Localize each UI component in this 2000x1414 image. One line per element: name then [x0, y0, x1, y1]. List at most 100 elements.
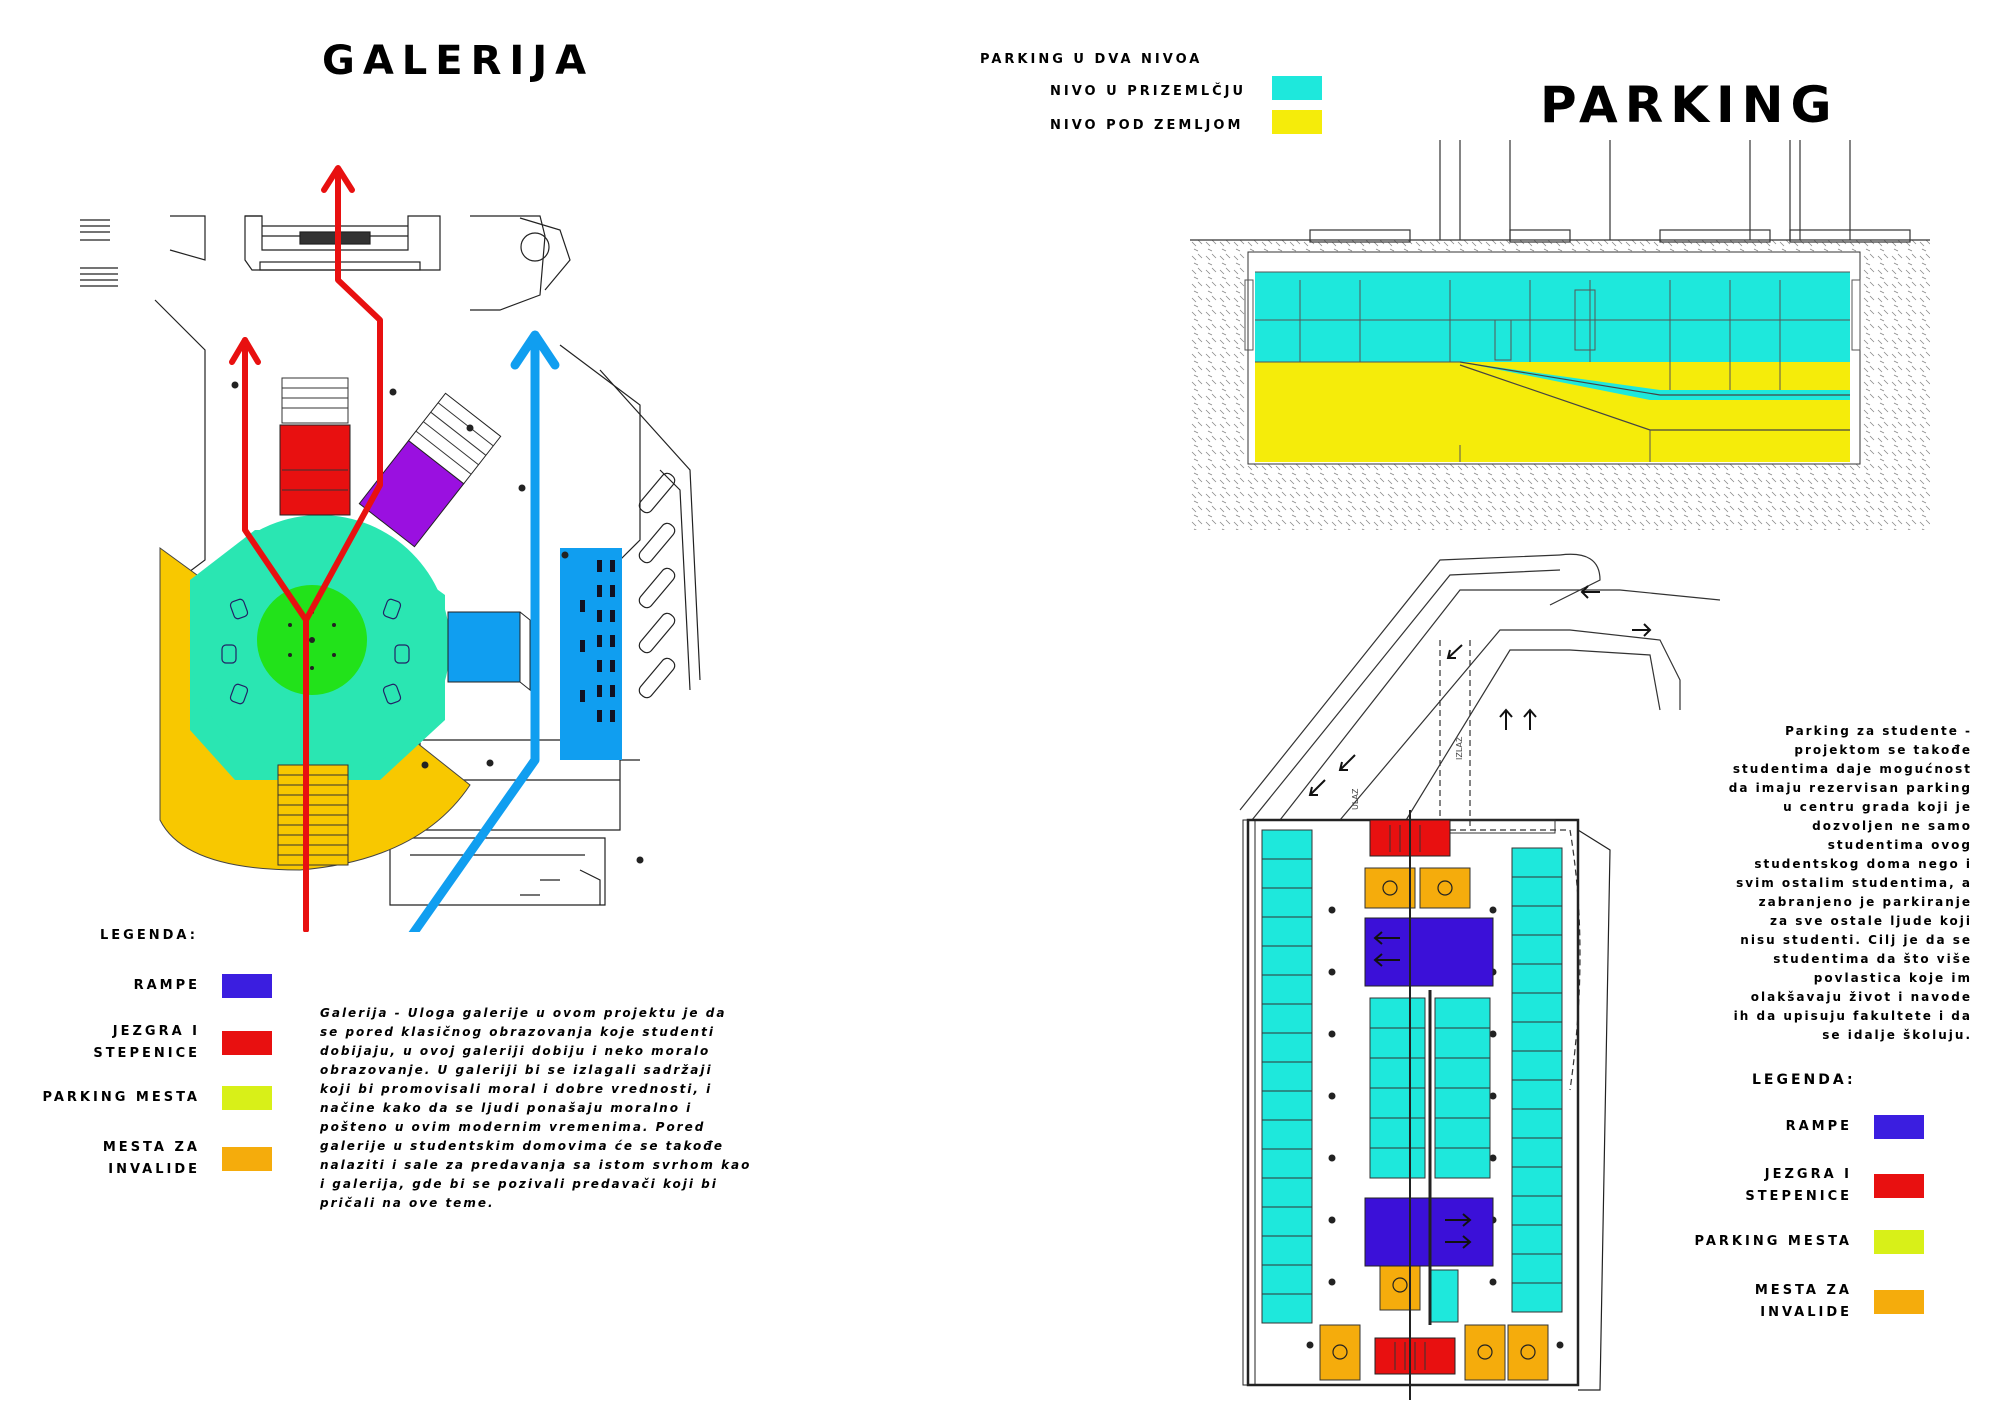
- parking-description-line: da imaju rezervisan parking: [1728, 781, 1972, 795]
- parking-spot: [1261, 974, 1313, 1005]
- galerija-legend-label: PARKING MESTA: [42, 1090, 200, 1105]
- parking-spot: [1261, 1061, 1313, 1092]
- parking-spot: [1511, 1079, 1563, 1110]
- parking-spot: [1261, 887, 1313, 918]
- column-dot: [1328, 1154, 1336, 1162]
- parking-spot: [1261, 1119, 1313, 1150]
- galerija-description-line: načine kako da se ljudi ponašaju moralno…: [320, 1101, 693, 1115]
- parking-description-line: projektom se takođe: [1794, 743, 1972, 757]
- galerija-title: GALERIJA: [322, 38, 595, 84]
- parking-levels-heading: PARKING U DVA NIVOA: [980, 52, 1203, 67]
- parking-spot: [1261, 829, 1313, 860]
- parking-spot: [1434, 1117, 1491, 1149]
- parking-spot: [1434, 1057, 1491, 1089]
- parking-description-line: olakšavaju život i navode: [1750, 990, 1972, 1004]
- galerija-description-line: galerije u studentskim domovima će se ta…: [320, 1139, 725, 1153]
- parking-spot: [1369, 1147, 1426, 1179]
- parking-spot: [1261, 1264, 1313, 1295]
- parking-spot: [1511, 1282, 1563, 1313]
- parking-spot: [1369, 1027, 1426, 1059]
- column-dot: [1489, 1092, 1497, 1100]
- parking-spot: [1261, 1032, 1313, 1063]
- parking-description-line: povlastica koje im: [1813, 971, 1972, 985]
- galerija-description-line: se pored klasičnog obrazovanja koje stud…: [320, 1025, 715, 1039]
- parking-description-line: ih da upisuju fakultete i da: [1733, 1009, 1972, 1023]
- parking-spot: [1369, 997, 1426, 1029]
- parking-description-line: u centru grada koji je: [1783, 800, 1972, 814]
- parking-spot: [1511, 1137, 1563, 1168]
- parking-spot: [1261, 1177, 1313, 1208]
- parking-spot: [1511, 1050, 1563, 1081]
- parking-legend-swatch: [1874, 1174, 1924, 1198]
- parking-legend-label: PARKING MESTA: [1694, 1234, 1852, 1249]
- column-dot: [1489, 906, 1497, 914]
- parking-description: Parking za studente -projektom se takođe…: [1600, 722, 1972, 1045]
- parking-spot: [1369, 1117, 1426, 1149]
- parking-spot: [1511, 1224, 1563, 1255]
- parking-description-line: zabranjeno je parkiranje: [1758, 895, 1972, 909]
- parking-legend-title: LEGENDA:: [1752, 1072, 1856, 1088]
- column-dot: [1328, 1092, 1336, 1100]
- galerija-description: Galerija - Uloga galerije u ovom projekt…: [320, 1004, 780, 1213]
- parking-spot: [1511, 992, 1563, 1023]
- parking-spot: [1261, 1148, 1313, 1179]
- parking-spot: [1434, 1087, 1491, 1119]
- parking-spot: [1261, 1293, 1313, 1324]
- parking-description-line: studentima da što više: [1773, 952, 1972, 966]
- parking-level-swatch: [1272, 110, 1322, 134]
- galerija-description-line: pošteno u ovim modernim vremenima. Pored: [320, 1120, 706, 1134]
- parking-description-line: nisu studenti. Cilj je da se: [1740, 933, 1972, 947]
- parking-description-line: dozvoljen ne samo: [1812, 819, 1972, 833]
- parking-spot: [1261, 945, 1313, 976]
- galerija-legend-swatch: [222, 1031, 272, 1055]
- galerija-legend-swatch: [222, 1147, 272, 1171]
- parking-spot: [1511, 876, 1563, 907]
- parking-spot: [1511, 847, 1563, 878]
- parking-spot: [1369, 1057, 1426, 1089]
- column-dot: [1328, 1278, 1336, 1286]
- column-dot: [1489, 1154, 1497, 1162]
- parking-spot: [1434, 997, 1491, 1029]
- parking-description-line: studentima ovog: [1827, 838, 1972, 852]
- galerija-description-line: dobijaju, u ovoj galeriji dobiju i neko …: [320, 1044, 711, 1058]
- column-dot: [1489, 1030, 1497, 1038]
- ulaz-label: ULAZ: [1351, 788, 1360, 810]
- parking-level-label: NIVO POD ZEMLJOM: [1050, 118, 1244, 133]
- parking-spot: [1261, 916, 1313, 947]
- izlaz-label: IZLAZ: [1455, 736, 1464, 760]
- column-dot: [1328, 1030, 1336, 1038]
- parking-legend-swatch: [1874, 1290, 1924, 1314]
- parking-spot: [1511, 1253, 1563, 1284]
- parking-spot: [1261, 1235, 1313, 1266]
- parking-description-line: svim ostalim studentima, a: [1736, 876, 1972, 890]
- parking-spot: [1511, 1195, 1563, 1226]
- parking-floor-plan: IZLAZ ULAZ: [1239, 553, 1721, 1400]
- parking-legend-label: RAMPE: [1785, 1119, 1852, 1134]
- parking-spot: [1511, 905, 1563, 936]
- parking-spot: [1511, 963, 1563, 994]
- parking-spot: [1434, 1027, 1491, 1059]
- column-dot: [1556, 1341, 1564, 1349]
- galerija-legend-label: RAMPE: [133, 978, 200, 993]
- parking-spot: [1261, 1206, 1313, 1237]
- galerija-description-line: pričali na ove teme.: [320, 1196, 495, 1210]
- galerija-legend-swatch: [222, 974, 272, 998]
- parking-spot: [1261, 1090, 1313, 1121]
- column-dot: [1328, 968, 1336, 976]
- galerija-legend-swatch: [222, 1086, 272, 1110]
- parking-spot: [1511, 1108, 1563, 1139]
- parking-section: [1190, 140, 1930, 530]
- parking-description-line: za sve ostale ljude koji: [1770, 914, 1972, 928]
- galerija-description-line: Galerija - Uloga galerije u ovom projekt…: [320, 1006, 727, 1020]
- galerija-description-line: nalaziti i sale za predavanja sa istom s…: [320, 1158, 752, 1172]
- galerija-description-line: obrazovanje. U galeriji bi se izlagali s…: [320, 1063, 713, 1077]
- column-dot: [1328, 1216, 1336, 1224]
- parking-spot: [1511, 1166, 1563, 1197]
- parking-legend-swatch: [1874, 1230, 1924, 1254]
- parking-spot: [1261, 1003, 1313, 1034]
- parking-description-line: studentima daje mogućnost: [1732, 762, 1972, 776]
- parking-description-line: studentskog doma nego i: [1754, 857, 1972, 871]
